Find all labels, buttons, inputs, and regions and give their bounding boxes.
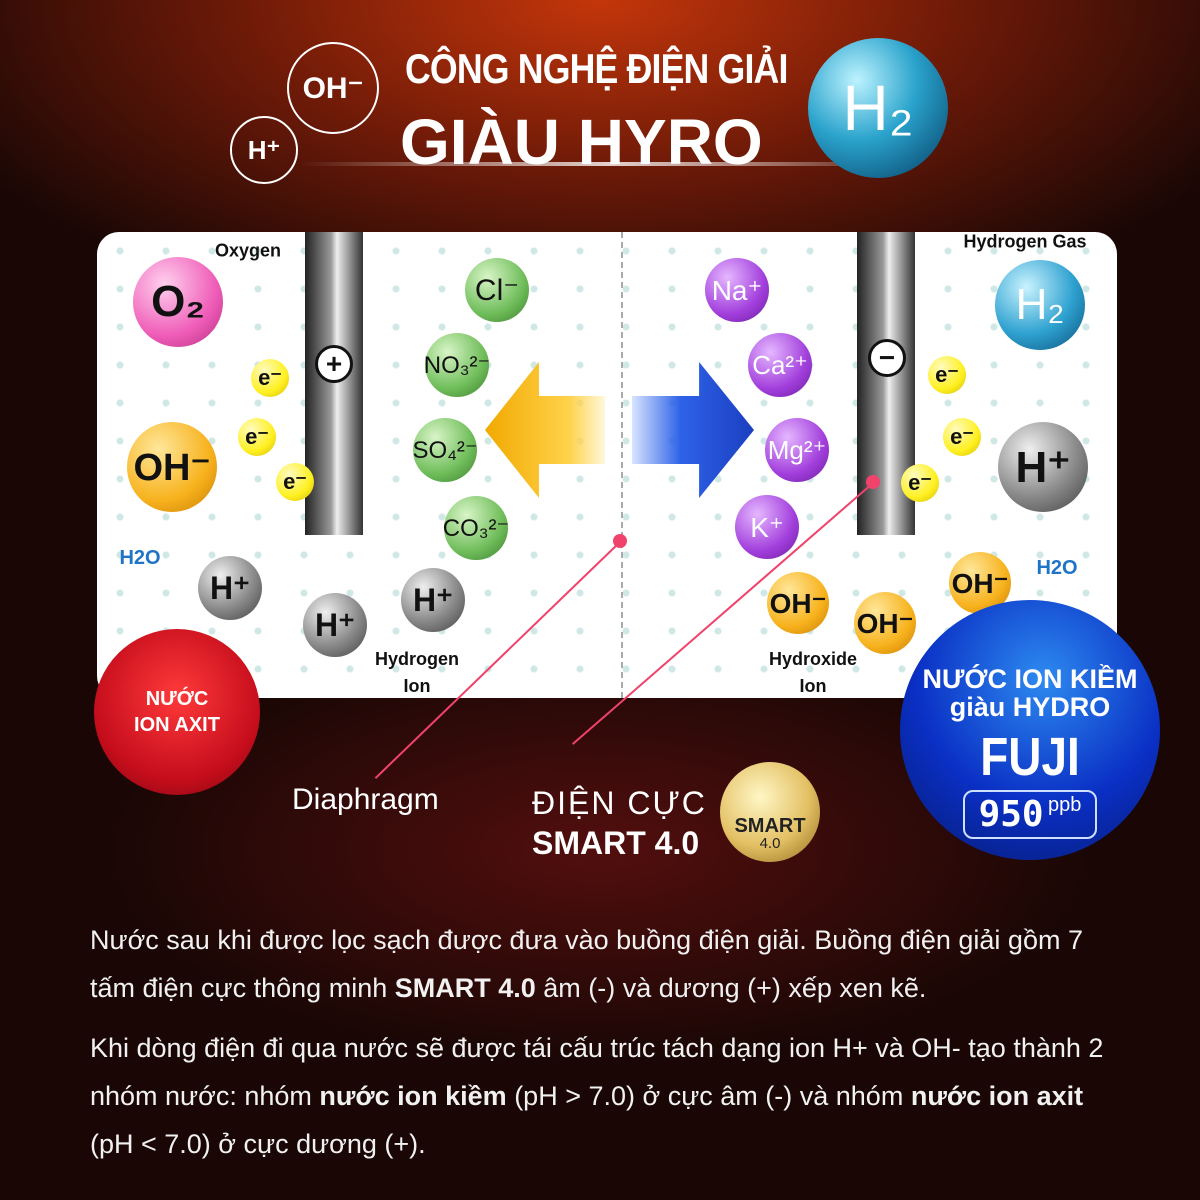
h2-logo-text: H₂	[842, 72, 914, 144]
title-line-2: GIÀU HYRO	[400, 106, 763, 178]
nitrate-ion: NO₃²⁻	[424, 333, 490, 397]
h2-logo-icon: H₂	[808, 38, 948, 178]
hydrogen-unit: ppb	[1048, 793, 1082, 816]
diaphragm-pointer-dot	[613, 534, 627, 548]
text: Nước sau khi được lọc sạch được đưa vào …	[90, 925, 1083, 1003]
alkaline-badge-line2: giàu HYDRO	[949, 692, 1111, 723]
text-bold: nước ion axit	[910, 1081, 1084, 1111]
electron: e⁻	[276, 463, 314, 501]
calcium-ion: Ca²⁺	[748, 333, 812, 397]
diaphragm-label: Diaphragm	[292, 783, 439, 816]
description-paragraph-1: Nước sau khi được lọc sạch được đưa vào …	[90, 916, 1130, 1012]
oh-molecule: OH⁻	[854, 592, 916, 654]
electron: e⁻	[238, 418, 276, 456]
electrode-pointer-dot	[866, 475, 880, 489]
chloride-ion: Cl⁻	[465, 258, 529, 322]
hydrogen-value: 950	[978, 793, 1044, 835]
hydrogen-ion-label-1: Hydrogen	[374, 649, 460, 669]
text: (pH < 7.0) ở cực dương (+).	[90, 1129, 426, 1159]
anode-electrode	[305, 232, 363, 535]
plus-icon: +	[315, 345, 353, 383]
oxygen-label: Oxygen	[214, 240, 282, 261]
carbonate-ion: CO₃²⁻	[443, 496, 509, 560]
electrode-label: ĐIỆN CỰC	[532, 785, 707, 821]
hydrogen-level-display: 950 ppb	[962, 789, 1098, 839]
acid-badge-line2: ION AXIT	[134, 714, 220, 736]
title-line-1: CÔNG NGHỆ ĐIỆN GIẢI	[405, 45, 788, 92]
oh-molecule: OH⁻	[127, 422, 217, 512]
h2o-label: H2O	[119, 547, 161, 569]
text: âm (-) và dương (+) xếp xen kẽ.	[535, 973, 927, 1003]
diaphragm-divider	[621, 232, 623, 698]
h2-molecule: H₂	[995, 260, 1085, 350]
title-shine	[300, 162, 920, 166]
h-plus-ion: H⁺	[303, 593, 367, 657]
description-paragraph-2: Khi dòng điện đi qua nước sẽ được tái cấ…	[90, 1024, 1130, 1168]
badge-smart-text: SMART	[734, 815, 806, 837]
oh-ion-text: OH⁻	[302, 71, 364, 105]
h-plus-ion: H⁺	[401, 568, 465, 632]
alkaline-water-badge: NƯỚC ION KIỀM giàu HYDRO FUJI 950 ppb	[900, 600, 1160, 860]
sulfate-ion: SO₄²⁻	[412, 418, 478, 482]
oh-ion-ring: OH⁻	[287, 42, 379, 134]
hydroxide-ion-label-2: Ion	[799, 676, 827, 696]
electron: e⁻	[943, 418, 981, 456]
h2o-label: H2O	[1036, 557, 1078, 579]
minus-icon: −	[868, 339, 906, 377]
hydroxide-ion-label-1: Hydroxide	[768, 649, 858, 669]
text: Khi dòng điện đi qua nước sẽ được tái cấ…	[90, 1033, 1104, 1111]
acid-water-badge: NƯỚC ION AXIT	[94, 629, 260, 795]
text: (pH > 7.0) ở cực âm (-) và nhóm	[506, 1081, 911, 1111]
magnesium-ion: Mg²⁺	[765, 418, 829, 482]
electron: e⁻	[901, 464, 939, 502]
acid-badge-line1: NƯỚC	[145, 688, 209, 710]
badge-version-text: 4.0	[759, 835, 781, 852]
potassium-ion: K⁺	[735, 495, 799, 559]
h-ion-ring: H⁺	[230, 116, 298, 184]
h-plus-ion: H⁺	[198, 556, 262, 620]
hydrogen-gas-label: Hydrogen Gas	[963, 231, 1087, 252]
text-bold: nước ion kiềm	[319, 1081, 507, 1111]
sodium-ion: Na⁺	[705, 258, 769, 322]
electron: e⁻	[928, 356, 966, 394]
electrolysis-diagram	[97, 232, 1117, 698]
electron: e⁻	[251, 359, 289, 397]
brand-name: FUJI	[980, 726, 1080, 787]
hydrogen-ion-label-2: Ion	[403, 676, 431, 696]
text-bold: SMART 4.0	[394, 973, 536, 1003]
oh-molecule: OH⁻	[949, 552, 1011, 614]
o2-molecule: O₂	[133, 257, 223, 347]
h-ion-text: H⁺	[247, 134, 281, 165]
alkaline-badge-line1: NƯỚC ION KIỀM	[922, 664, 1138, 694]
h-plus-ion: H⁺	[998, 422, 1088, 512]
oh-molecule: OH⁻	[767, 572, 829, 634]
electrode-smart-label: SMART 4.0	[532, 825, 700, 861]
